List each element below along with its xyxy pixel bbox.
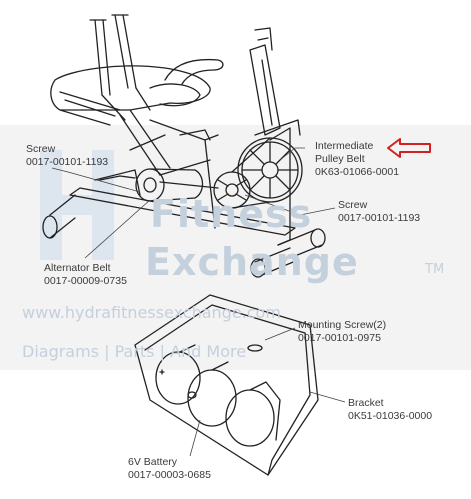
mounting-screw-name: Mounting Screw(2)	[298, 319, 387, 331]
screw-left-part: 0017-00101-1193	[26, 156, 109, 168]
bracket-part: 0K51-01036-0000	[348, 410, 433, 422]
callout-intermediate-belt: Intermediate Pulley Belt 0K63-01066-0001	[315, 140, 399, 179]
batteries	[155, 344, 281, 447]
callout-battery: 6V Battery 0017-00003-0685	[128, 456, 211, 482]
watermark-url: www.hydrafitnessexchange.com	[22, 303, 281, 322]
highlight-arrow-icon	[387, 138, 431, 158]
callout-screw-right: Screw 0017-00101-1193	[338, 199, 420, 225]
screw-right-part: 0017-00101-1193	[338, 212, 421, 224]
callout-screw-left: Screw 0017-00101-1193	[26, 143, 108, 169]
watermark-band	[0, 125, 471, 370]
intermediate-belt	[231, 137, 271, 209]
callout-bracket: Bracket 0K51-01036-0000	[348, 397, 432, 423]
alternator	[99, 168, 219, 202]
rear-post	[249, 27, 301, 246]
watermark-brand-line2: Exchange	[145, 240, 359, 284]
screw-left-name: Screw	[26, 143, 56, 155]
callout-alternator-belt: Alternator Belt 0017-00009-0735	[44, 262, 127, 288]
watermark-tagline: Diagrams | Parts | And More	[22, 342, 247, 361]
watermark-tm: TM	[425, 262, 445, 277]
intermediate-belt-part: 0K63-01066-0001	[315, 166, 400, 178]
alternator-belt-part: 0017-00009-0735	[44, 275, 127, 287]
battery-part: 0017-00003-0685	[128, 469, 211, 481]
bracket-name: Bracket	[348, 397, 384, 409]
intermediate-belt-name: Intermediate	[315, 140, 374, 152]
leader-lines	[51, 147, 346, 457]
mounting-screw-part: 0017-00101-0975	[298, 332, 381, 344]
callout-mounting-screw: Mounting Screw(2) 0017-00101-0975	[298, 319, 386, 345]
frame-feet	[42, 194, 326, 278]
watermark-brand-line1: Fitness	[150, 192, 313, 236]
seat	[50, 58, 224, 126]
intermediate-belt-name2: Pulley Belt	[315, 153, 365, 165]
battery-name: 6V Battery	[128, 456, 178, 468]
screw-right-name: Screw	[338, 199, 368, 211]
frame	[69, 109, 296, 236]
alternator-belt-name: Alternator Belt	[44, 262, 111, 274]
battery-bracket	[134, 294, 319, 476]
